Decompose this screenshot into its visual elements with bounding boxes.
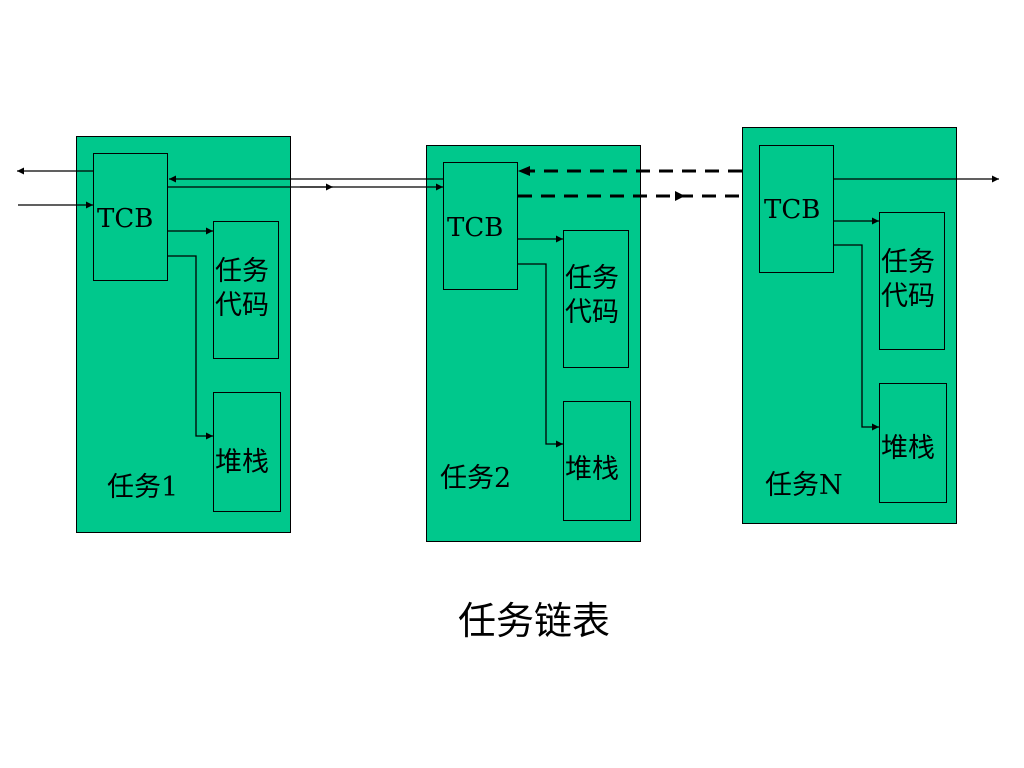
task-1-tcb-box — [93, 153, 168, 281]
task-n-tcb-label: TCB — [764, 195, 821, 225]
task-1-stack-label: 堆栈 — [215, 447, 269, 478]
task-n-stack-label: 堆栈 — [881, 433, 935, 464]
task-2-tcb-box — [443, 162, 518, 290]
task-n-name: 任务N — [765, 470, 843, 501]
task-1-code-box — [213, 221, 279, 359]
task-2-stack-box — [563, 401, 631, 521]
task-n-code-box — [879, 212, 945, 350]
diagram-caption: 任务链表 — [457, 599, 610, 643]
task-n-code-label: 任务代码 — [881, 247, 935, 312]
task-1-tcb-to-stack-arrow — [168, 255, 213, 440]
task-1-stack-box — [213, 392, 281, 512]
task-2-code-label: 任务代码 — [565, 263, 619, 328]
task-n-stack-box — [879, 383, 947, 503]
task-2-tcb-label: TCB — [447, 213, 504, 243]
task-n-tcb-to-stack-arrow — [834, 244, 879, 431]
dashed-link-arrowhead-left — [518, 166, 530, 176]
task-1-code-label: 任务代码 — [215, 256, 269, 321]
task-n-tcb-box — [759, 145, 834, 273]
task-2-name: 任务2 — [440, 463, 512, 494]
task-2-stack-label: 堆栈 — [565, 454, 619, 485]
dashed-link-arrowhead-right — [675, 191, 685, 201]
task-2-code-box — [563, 230, 629, 368]
task-2-tcb-to-stack-arrow — [518, 263, 563, 448]
task-1-name: 任务1 — [107, 472, 179, 503]
task-1-tcb-label: TCB — [97, 204, 154, 234]
